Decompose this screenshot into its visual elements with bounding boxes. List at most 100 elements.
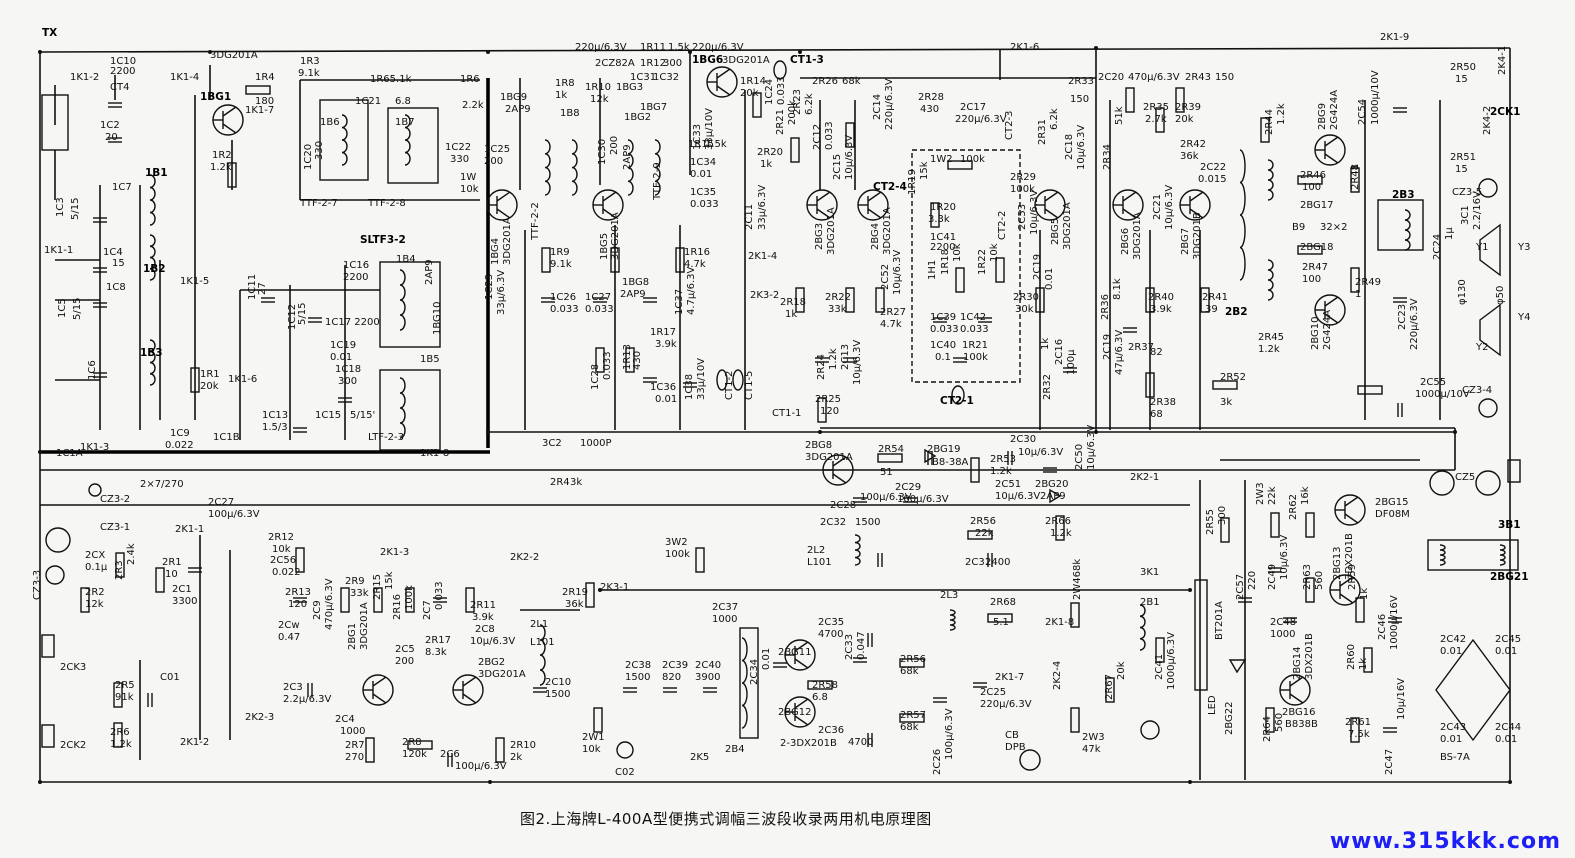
site-watermark: www.315kkk.com — [1329, 829, 1561, 854]
label-c42b: 2C42 — [1440, 634, 1466, 645]
if-transformer-1B6 — [319, 99, 369, 181]
label-r8bv: 120k — [402, 749, 427, 760]
wire — [1344, 513, 1359, 524]
label-r53v: 1.2k — [990, 466, 1012, 477]
label-c52v: 10μ/6.3V — [892, 250, 903, 295]
label-r21: 2R21 — [775, 109, 786, 135]
label-c39b: 2C39 — [662, 660, 688, 671]
label-c11: 1C11 — [247, 274, 258, 300]
resistor — [845, 122, 855, 148]
label-ck1: 2CK1 — [1490, 106, 1520, 118]
label-bg4bt: 3DG201A — [882, 207, 893, 255]
resistor — [1155, 107, 1165, 133]
label-r41: 2R41 — [1202, 292, 1228, 303]
label-c2c: 3C2 — [542, 438, 562, 449]
resistor — [899, 713, 925, 723]
label-r17bv: 8.3k — [425, 647, 447, 658]
label-bg9bt: 2G424A — [1329, 90, 1340, 130]
socket-CZ5-b — [1475, 470, 1501, 496]
label-r4v: 180 — [255, 96, 274, 107]
label-c19v: 0.01 — [330, 352, 352, 363]
label-r1b: 2R1 — [162, 557, 182, 568]
motor-D — [1140, 720, 1160, 740]
coil-symbol — [149, 339, 156, 386]
coil-symbol — [1139, 604, 1146, 651]
label-c40b: 2C40 — [695, 660, 721, 671]
label-k32: 2K3-2 — [750, 290, 779, 301]
label-r27v: 4.7k — [880, 319, 902, 330]
label-r9v: 9.1k — [550, 259, 572, 270]
wire — [716, 68, 731, 79]
resistor — [899, 658, 925, 668]
label-r11v: 1.5k — [668, 42, 690, 53]
label-c31b: 2C31 — [965, 557, 991, 568]
label-c34v: 0.01 — [690, 169, 712, 180]
label-r11: 1R11 — [640, 42, 666, 53]
resistor — [675, 247, 685, 273]
transistor-symbol — [1112, 189, 1144, 221]
label-c20: 1C20 — [303, 144, 314, 170]
label-c33bv: 0.047 — [856, 631, 867, 660]
coil-symbol — [571, 139, 578, 196]
label-ttf22: TTF-2-2 — [530, 202, 541, 241]
label-r55v: 300 — [1217, 506, 1228, 525]
label-c20b: 2C20 — [1098, 72, 1124, 83]
junction-dot — [208, 50, 212, 54]
label-c26b: 2C26 — [932, 749, 943, 775]
label-k16b: 2K1-6 — [1010, 42, 1039, 53]
label-r33v: 150 — [1070, 94, 1089, 105]
label-r12: 1R12 — [640, 58, 666, 69]
label-bg1b: 2BG1 — [347, 623, 358, 650]
resistor — [1297, 175, 1323, 185]
label-r18bv: 10k — [952, 243, 963, 262]
label-r45: 2R45 — [1258, 332, 1284, 343]
label-c35b: 2C35 — [818, 617, 844, 628]
label-r36: 2R36 — [1100, 294, 1111, 320]
label-bg15t: DF08M — [1375, 509, 1410, 520]
socket-CZ3-3 — [45, 565, 65, 585]
label-c220: 220μ/6.3V — [575, 42, 627, 53]
label-r22bv: 10k — [989, 243, 1000, 262]
label-r34v: 51k — [1114, 106, 1125, 125]
label-r49v: 1 — [1355, 289, 1361, 300]
label-b4b: 2B4 — [725, 744, 745, 755]
label-c27v: 0.033 — [585, 304, 614, 315]
label-r10bv: 2k — [510, 752, 522, 763]
label-k41: 2K4-1 — [1497, 46, 1508, 75]
resistor — [1175, 87, 1185, 113]
label-w3b: 2W3 — [1255, 482, 1266, 505]
label-k1: 3K1 — [1140, 567, 1159, 578]
label-phi130: φ130 — [1457, 279, 1468, 305]
resistor — [1355, 597, 1365, 623]
resistor — [1350, 167, 1360, 193]
coil-symbol — [949, 609, 956, 631]
resistor — [1220, 517, 1230, 543]
label-c45v: 0.01 — [1495, 646, 1517, 657]
label-c42: 1C42 — [960, 312, 986, 323]
label-bg12: 2BG12 — [778, 707, 812, 718]
resistor — [1200, 287, 1210, 313]
junction-dot — [38, 50, 42, 54]
label-tx: TX — [42, 27, 57, 39]
resistor — [967, 530, 993, 540]
label-r18: 2R18 — [780, 297, 806, 308]
label-c13bv: 10μ/6.3V — [852, 340, 863, 385]
label-c42bv: 0.01 — [1440, 646, 1462, 657]
label-k17b: 2K1-7 — [995, 672, 1024, 683]
coil-symbol — [1404, 209, 1411, 251]
label-bg14t: 3DX201B — [1304, 633, 1315, 680]
label-c57: 2C57 — [1235, 574, 1246, 600]
label-c43: 2C43 — [1440, 722, 1466, 733]
label-cz34: CZ3-4 — [1462, 385, 1492, 396]
label-c25b: 2C25 — [980, 687, 1006, 698]
wire — [1289, 693, 1304, 704]
label-c43v: 0.01 — [1440, 734, 1462, 745]
label-cz33: CZ3-3 — [32, 570, 43, 600]
label-c44: 2C44 — [1495, 722, 1521, 733]
label-c4: 1C4 — [103, 247, 123, 258]
label-c49v: 10μ/6.3V — [1279, 535, 1290, 580]
label-r19cv: 36k — [565, 599, 584, 610]
label-r26: 2R26 — [812, 76, 838, 87]
label-c14bv: 220μ/6.3V — [884, 78, 895, 130]
label-r28v: 430 — [920, 104, 939, 115]
